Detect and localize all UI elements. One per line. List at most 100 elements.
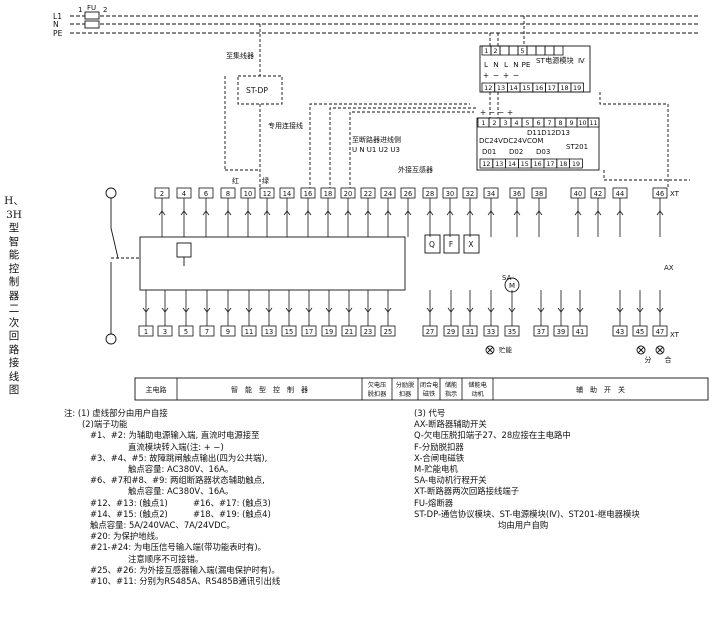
psu-bottom-terminal-label: 13 bbox=[497, 84, 505, 92]
relay-bottom-terminal-label: 17 bbox=[546, 161, 554, 168]
legend-cell-line1: 欠电压 bbox=[368, 381, 387, 389]
psu-top-terminal bbox=[526, 45, 537, 56]
connector-mark bbox=[384, 210, 392, 216]
connector-mark bbox=[158, 210, 166, 216]
psu-inner-label: N bbox=[513, 60, 518, 69]
connector-mark bbox=[202, 210, 210, 216]
external-ct-label: 外接互感器 bbox=[398, 165, 433, 174]
relay-top-terminal bbox=[587, 117, 600, 128]
connector-mark bbox=[364, 307, 372, 313]
f-label: F bbox=[449, 240, 453, 249]
psu-module-label: ST电源模块 bbox=[536, 56, 574, 65]
relay-polarity-mark: + bbox=[507, 108, 513, 117]
relay-top-terminal-label: 11 bbox=[589, 120, 597, 127]
note-line: #21-#24: 为电压信号输入端(带功能表时有)。 bbox=[90, 542, 267, 553]
relay-bottom-terminal bbox=[569, 158, 583, 169]
top-terminal-label: 12 bbox=[263, 190, 271, 198]
relay-top-terminal-label: 1 bbox=[481, 120, 485, 127]
top-terminal-label: 36 bbox=[513, 190, 521, 198]
connector-mark bbox=[305, 307, 313, 313]
connector-mark bbox=[513, 210, 521, 216]
psu-top-terminal bbox=[544, 45, 555, 56]
psu-inner-label: N bbox=[493, 60, 498, 69]
top-terminal-label: 20 bbox=[344, 190, 352, 198]
note-line: XT-断路器两次回路接线端子 bbox=[414, 486, 520, 497]
connector-mark bbox=[384, 307, 392, 313]
bottom-terminal-label: 45 bbox=[636, 328, 644, 336]
note-line: #20: 为保护地线。 bbox=[90, 531, 164, 542]
close-lamp-label: 合 bbox=[665, 355, 672, 364]
top-terminal-label: 34 bbox=[487, 190, 495, 198]
connector-mark bbox=[616, 210, 624, 216]
note-line: #25、#26: 为外接互感器输入端(漏电保护时有)。 bbox=[90, 564, 280, 575]
top-terminal-label: 18 bbox=[324, 190, 332, 198]
relay-top-terminal-label: 6 bbox=[536, 120, 540, 127]
relay-polarity-mark: − bbox=[498, 108, 504, 117]
sa-label: SA bbox=[502, 274, 512, 282]
legend-cell-line2: 扣器 bbox=[399, 390, 412, 398]
top-terminal-label: 22 bbox=[364, 190, 372, 198]
top-terminal-label: 8 bbox=[226, 190, 230, 198]
connector-mark bbox=[557, 307, 565, 313]
top-terminal-label: 40 bbox=[574, 190, 582, 198]
note-line: 触点容量: AC380V、16A。 bbox=[128, 464, 234, 475]
side-title: H、3H型智能控制器二次回路接线图 bbox=[4, 195, 24, 396]
connector-mark bbox=[324, 210, 332, 216]
psu-top-terminal bbox=[499, 45, 510, 56]
xt-label-bottom: XT bbox=[670, 331, 680, 339]
connector-mark bbox=[283, 210, 291, 216]
bottom-terminal-label: 3 bbox=[163, 328, 167, 336]
note-line: M-贮能电机 bbox=[414, 464, 458, 475]
relay-polarity-mark: + bbox=[480, 108, 486, 117]
psu-polarity-mark: − bbox=[513, 71, 519, 80]
legend-cell: 辅 助 开 关 bbox=[576, 385, 625, 394]
bottom-terminal-label: 1 bbox=[144, 328, 148, 336]
note-line: #10、#11: 分别为RS485A、RS485B通讯引出线 bbox=[90, 576, 281, 587]
st-dp-cable-label: 至集线器 bbox=[226, 51, 254, 60]
relay-bottom-terminal-label: 12 bbox=[482, 161, 490, 168]
legend-cell: 智 能 型 控 制 器 bbox=[231, 385, 308, 394]
connector-mark bbox=[344, 210, 352, 216]
connector-mark bbox=[656, 210, 664, 216]
supply-pe-label: PE bbox=[53, 29, 63, 38]
red-wire-label: 红 bbox=[232, 176, 239, 185]
bottom-terminal-label: 33 bbox=[487, 328, 495, 336]
relay-bottom-terminal-label: 13 bbox=[495, 161, 503, 168]
relay-d-group: D01 bbox=[482, 148, 496, 156]
top-terminal-label: 38 bbox=[535, 190, 543, 198]
top-terminal-label: 4 bbox=[182, 190, 186, 198]
relay-bottom-terminal-label: 19 bbox=[572, 161, 580, 168]
psu-bottom-terminal-label: 14 bbox=[510, 84, 518, 92]
connector-mark bbox=[304, 210, 312, 216]
note-line: #12、#13: (触点1) #16、#17: (触点3) bbox=[90, 497, 271, 508]
note-line: #3、#4、#5: 故障跳闸触点输出(四为公共端), bbox=[90, 452, 268, 463]
relay-top-terminal-label: 9 bbox=[569, 120, 573, 127]
psu-bottom-terminal-label: 12 bbox=[484, 84, 492, 92]
bottom-terminal-label: 35 bbox=[508, 328, 516, 336]
top-terminal-label: 14 bbox=[283, 190, 291, 198]
connector-mark bbox=[487, 210, 495, 216]
supply-terminal-2: 2 bbox=[103, 6, 107, 14]
psu-inner-label: PE bbox=[522, 60, 531, 69]
bottom-terminal-label: 41 bbox=[576, 328, 584, 336]
note-line: 触点容量: 5A/240VAC、7A/24VDC。 bbox=[90, 520, 235, 531]
legend-cell: 主电路 bbox=[146, 385, 167, 394]
connector-mark bbox=[224, 307, 232, 313]
note-line: SA-电动机行程开关 bbox=[414, 475, 487, 486]
notes-left: 注: (1) 虚线部分由用户自接(2)端子功能#1、#2: 为辅助电源输入端, … bbox=[64, 408, 280, 587]
note-line: 均由用户自购 bbox=[498, 520, 549, 531]
psu-bottom-terminal-label: 16 bbox=[535, 84, 543, 92]
xt-label-top: XT bbox=[670, 190, 680, 198]
supply-l1-label: L1 bbox=[53, 12, 62, 21]
bottom-terminal-label: 27 bbox=[426, 328, 434, 336]
connector-mark bbox=[364, 210, 372, 216]
connector-mark bbox=[446, 210, 454, 216]
legend-cell-line2: 磁铁 bbox=[423, 390, 435, 398]
open-lamp-label: 分 bbox=[645, 355, 652, 364]
psu-top-terminal bbox=[535, 45, 546, 56]
bottom-terminal-label: 37 bbox=[537, 328, 545, 336]
connector-mark bbox=[182, 307, 190, 313]
connector-mark bbox=[426, 307, 434, 313]
bottom-terminal-label: 47 bbox=[656, 328, 664, 336]
